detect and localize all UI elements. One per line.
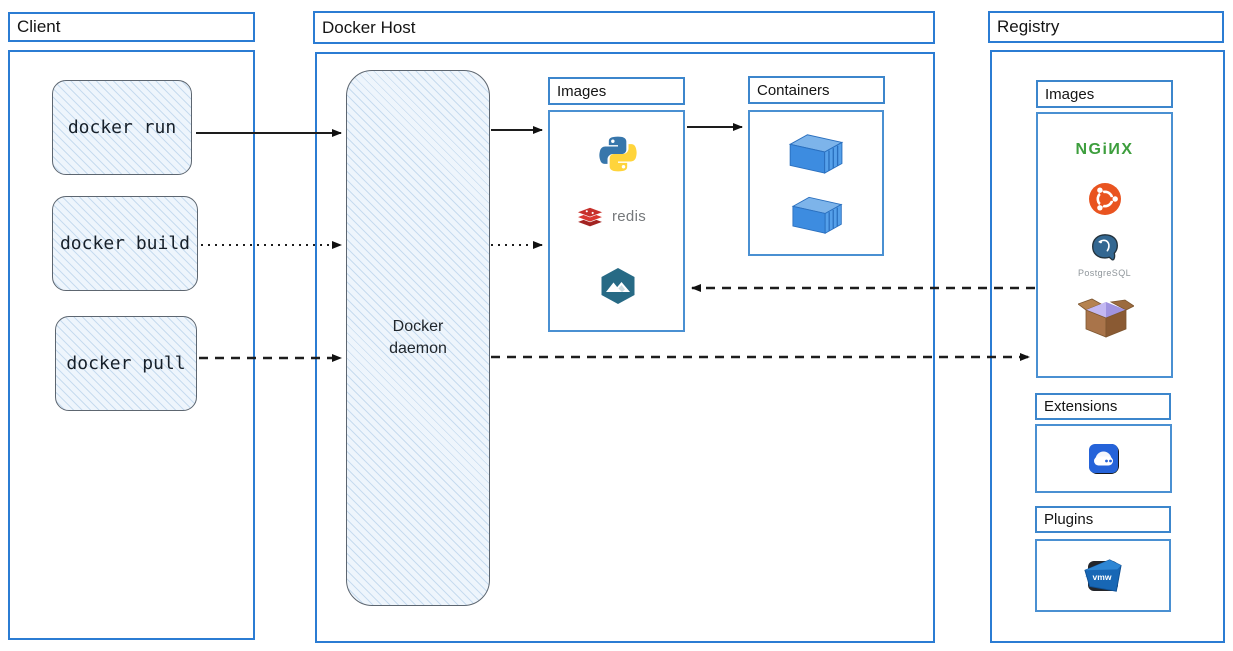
disk-app-icon [1088,443,1119,474]
host-images-title: Images [548,77,685,105]
vmware-logo-icon: vmw [1082,557,1124,595]
container-icon [784,129,850,175]
docker-pull-label: docker pull [66,353,186,374]
nginx-logo-icon: NGiИX [1038,141,1171,159]
docker-daemon-label: Docker daemon [389,318,447,357]
host-images-box: redis [548,110,685,332]
registry-images-title: Images [1036,80,1173,108]
client-section-title: Client [8,12,255,42]
python-logo-icon [598,134,638,174]
containers-title: Containers [748,76,885,104]
postgresql-label: PostgreSQL [1077,268,1132,278]
host-images-title-label: Images [557,82,607,100]
extensions-title-label: Extensions [1044,398,1118,415]
registry-images-title-label: Images [1045,85,1095,103]
docker-build-box: docker build [52,196,198,291]
client-title-label: Client [17,17,61,36]
docker-daemon-box: Docker daemon [346,70,490,606]
redis-logo-icon: redis [575,202,646,230]
plugins-title: Plugins [1035,506,1171,533]
extensions-box: JFrog [1035,424,1172,493]
redis-label: redis [612,207,647,225]
docker-run-label: docker run [67,117,177,138]
package-box-icon [1078,296,1134,338]
ubuntu-logo-icon [1088,182,1122,216]
nginx-logo-text: NGiИX [1075,141,1134,158]
extensions-title: Extensions [1035,393,1171,420]
registry-title-label: Registry [997,17,1060,36]
vmware-label: vmw [1093,571,1112,581]
postgresql-logo-icon: PostgreSQL [1038,231,1171,278]
containers-title-label: Containers [757,81,830,99]
container-icon [787,192,849,235]
plugins-title-label: Plugins [1044,511,1094,528]
docker-pull-box: docker pull [55,316,197,411]
registry-section-title: Registry [988,11,1224,43]
containers-box [748,110,884,256]
docker-build-label: docker build [59,233,191,254]
docker-run-box: docker run [52,80,192,175]
docker-host-title-label: Docker Host [322,17,416,37]
alpine-logo-icon [598,266,638,306]
registry-images-box: NGiИX PostgreSQL [1036,112,1173,378]
docker-host-section-title: Docker Host [313,11,935,44]
plugins-box: vmw [1035,539,1171,612]
